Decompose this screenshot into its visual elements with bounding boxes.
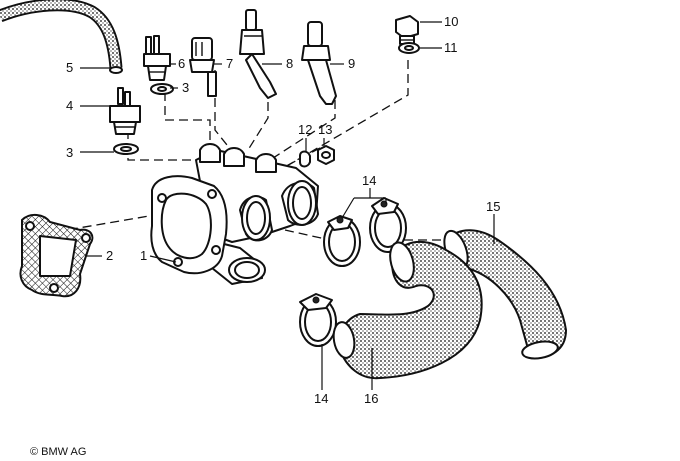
- callout-14-lower: 14: [314, 391, 328, 406]
- part-1-thermostat-housing: [150, 143, 319, 285]
- callout-9: 9: [348, 56, 355, 71]
- callout-6: 6: [178, 56, 185, 71]
- callout-4: 4: [66, 98, 73, 113]
- part-12-washer: [299, 150, 311, 168]
- part-14-hose-clamp-lower: [299, 293, 337, 347]
- callout-11: 11: [444, 40, 458, 55]
- callout-1: 1: [140, 248, 147, 263]
- part-5-breather-hose: [0, 0, 123, 74]
- part-10-screw-plug: [395, 15, 419, 45]
- part-6-sensor: [143, 35, 171, 81]
- part-2-gasket: [19, 214, 94, 298]
- callout-15: 15: [486, 199, 500, 214]
- callout-14-upper: 14: [362, 173, 376, 188]
- part-7-sensor: [189, 37, 217, 97]
- part-15-coolant-hose: [443, 229, 568, 360]
- part-9-sensor: [301, 21, 337, 105]
- part-14-hose-clamp-upper-left: [323, 215, 361, 267]
- callout-12: 12: [298, 122, 312, 137]
- leader-lines: [80, 21, 495, 390]
- part-3-seal-ring-upper: [150, 83, 174, 95]
- callout-3-lower: 3: [66, 145, 73, 160]
- callout-13: 13: [318, 122, 332, 137]
- callout-10: 10: [444, 14, 458, 29]
- callout-3-upper: 3: [182, 80, 189, 95]
- callout-labels: 5 4 3 6 3 7 8 9 10 11 12 13 14 15 2 1 14…: [30, 14, 500, 458]
- part-14-hose-clamp-upper-right: [369, 197, 407, 253]
- callout-5: 5: [66, 60, 73, 75]
- callout-8: 8: [286, 56, 293, 71]
- callout-2: 2: [106, 248, 113, 263]
- part-4-temperature-sensor: [109, 87, 141, 135]
- part-3-seal-ring-lower: [113, 143, 139, 155]
- callout-7: 7: [226, 56, 233, 71]
- callout-16: 16: [364, 391, 378, 406]
- part-13-nut: [317, 145, 335, 165]
- part-11-seal-ring: [398, 42, 420, 54]
- copyright-notice: © BMW AG: [30, 446, 86, 458]
- part-8-sensor: [239, 9, 277, 99]
- part-16-coolant-hose: [332, 241, 483, 380]
